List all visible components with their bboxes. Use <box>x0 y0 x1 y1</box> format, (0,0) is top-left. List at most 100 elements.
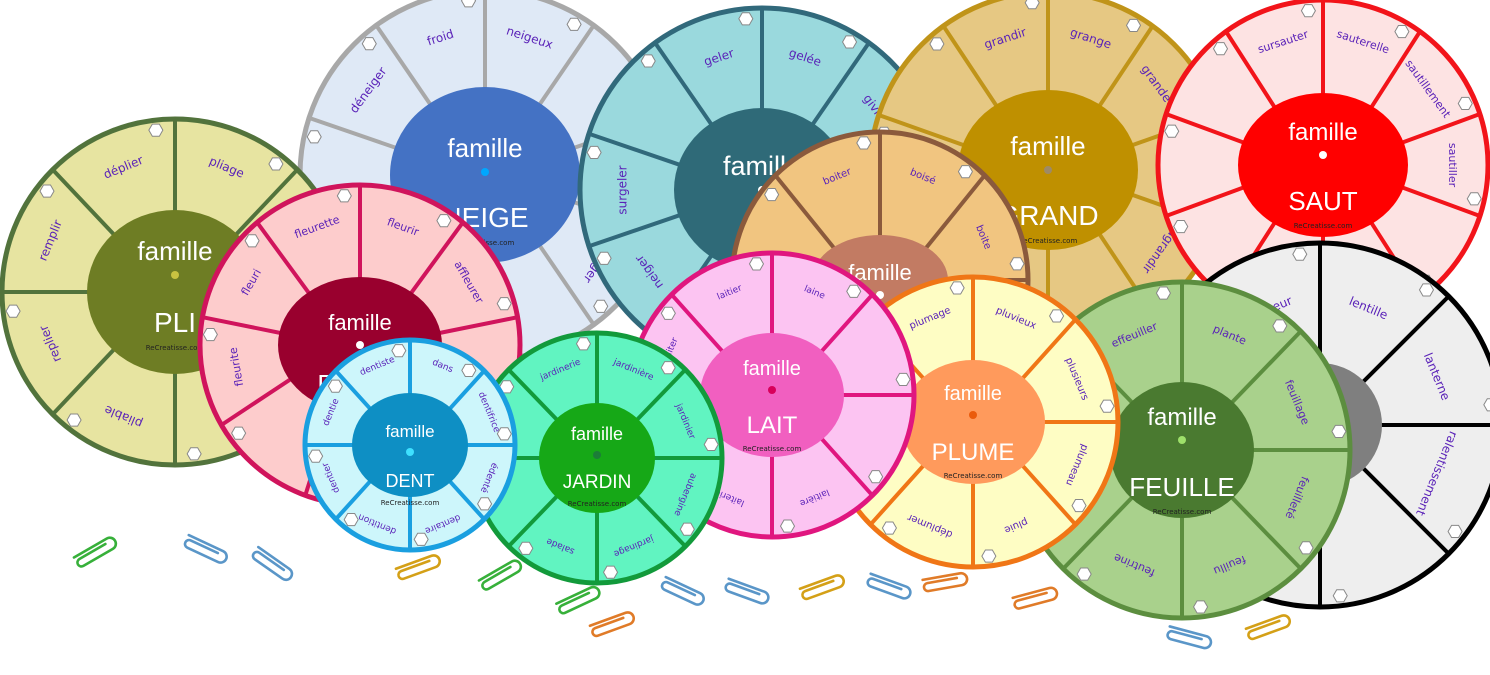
wheel-spoke <box>1224 30 1280 114</box>
tab-hexagon <box>460 0 477 8</box>
hub-dot <box>406 448 414 456</box>
tab-hexagon <box>981 549 997 563</box>
wheel-spoke <box>229 168 299 242</box>
tab-hexagon <box>1298 541 1314 555</box>
tab-hexagon <box>231 426 247 440</box>
paperclip-icon <box>183 533 228 564</box>
tab-hexagon <box>929 37 945 51</box>
tab-hexagon <box>660 361 676 375</box>
family-label: famille <box>1288 119 1357 146</box>
family-label: famille <box>1147 404 1216 431</box>
wheel-spoke <box>806 41 871 132</box>
paperclip-icon <box>798 574 846 601</box>
tab-hexagon <box>244 234 260 248</box>
wheel-spoke <box>878 113 972 150</box>
tab-hexagon <box>496 297 512 311</box>
paperclip-icon <box>660 575 705 606</box>
tab-hexagon <box>738 12 754 26</box>
wheel-spoke <box>308 115 405 153</box>
tab-hexagon <box>1418 283 1435 297</box>
family-label: famille <box>137 236 212 266</box>
family-label: famille <box>447 133 522 163</box>
wheel-hub <box>1110 382 1254 518</box>
tab-hexagon <box>575 337 592 351</box>
wheel-spoke <box>773 174 839 253</box>
hub-dot <box>768 386 776 394</box>
hub-dot <box>356 341 364 349</box>
family-label: famille <box>743 358 801 380</box>
wheel-hub <box>352 393 468 497</box>
paperclip-icon <box>477 559 523 591</box>
wheel-hub <box>700 333 844 457</box>
credit-text: ReCreatisse.com <box>1294 222 1353 230</box>
wheel-dent: dansdentifriceédentédentairedentitionden… <box>302 337 518 553</box>
wheel-spoke <box>1358 294 1451 387</box>
hub-dot <box>593 451 601 459</box>
tab-hexagon <box>586 145 602 160</box>
center-word: JARDIN <box>563 472 632 493</box>
wheel-spoke <box>588 131 688 170</box>
family-label: famille <box>1010 131 1085 161</box>
tab-hexagon <box>1331 424 1347 438</box>
tab-hexagon <box>957 165 974 179</box>
tab-hexagon <box>413 532 429 546</box>
wheel-word: surgeler <box>616 165 630 214</box>
family-label: famille <box>571 424 623 444</box>
tab-hexagon <box>186 447 202 461</box>
wheel-spoke <box>921 174 987 253</box>
tab-hexagon <box>703 437 719 452</box>
center-word: SAUT <box>1288 186 1357 216</box>
tab-hexagon <box>1173 219 1189 234</box>
tab-hexagon <box>148 123 164 137</box>
tab-hexagon <box>1125 18 1142 32</box>
wheel-spoke <box>1165 183 1251 218</box>
wheel-spoke <box>816 433 874 497</box>
wheel-spoke <box>632 491 687 548</box>
wheel-spoke <box>1017 318 1078 384</box>
wheel-word: sautiller <box>1446 143 1459 188</box>
hub-dot <box>969 411 977 419</box>
tab-hexagon <box>764 188 780 202</box>
wheel-spoke <box>1226 329 1303 409</box>
tab-hexagon <box>268 157 284 171</box>
paperclip-icon <box>588 611 636 638</box>
center-word: FEUILLE <box>1129 472 1235 502</box>
tab-hexagon <box>1155 286 1172 300</box>
tab-hexagon <box>477 497 493 511</box>
tab-hexagon <box>949 281 965 295</box>
tab-hexagon <box>856 136 872 150</box>
paperclip-icon <box>72 536 118 568</box>
hub-dot <box>1178 436 1186 444</box>
wheel-spoke <box>1358 463 1451 556</box>
paperclip-icon <box>394 554 442 581</box>
credit-text: ReCreatisse.com <box>743 445 802 453</box>
tab-hexagon <box>748 257 765 271</box>
wheel-spoke <box>670 293 728 357</box>
center-word: DENT <box>386 471 435 491</box>
tab-hexagon <box>841 35 858 49</box>
tab-hexagon <box>496 427 512 441</box>
paperclip-icon <box>866 572 912 600</box>
wheel-spoke <box>941 24 1003 113</box>
tab-hexagon <box>1483 398 1490 412</box>
tab-hexagon <box>1447 524 1463 539</box>
wheel-spoke <box>51 342 121 416</box>
family-label: famille <box>944 383 1002 405</box>
wheel-spoke <box>1395 183 1481 218</box>
wheel-spoke <box>653 41 718 132</box>
tab-hexagon <box>1292 247 1308 261</box>
wheel-spoke <box>816 293 874 357</box>
tab-hexagon <box>39 184 55 198</box>
center-word: LAIT <box>747 412 798 439</box>
tab-hexagon <box>5 304 21 318</box>
hub-dot <box>171 271 179 279</box>
wheel-spoke <box>51 168 121 242</box>
tab-hexagon <box>1300 4 1316 18</box>
tab-hexagon <box>66 413 82 427</box>
wheel-spoke <box>507 368 562 425</box>
tab-hexagon <box>1049 309 1065 323</box>
tab-hexagon <box>846 284 862 298</box>
tab-hexagon <box>566 17 582 31</box>
credit-text: ReCreatisse.com <box>1019 237 1078 245</box>
tab-hexagon <box>660 306 676 320</box>
